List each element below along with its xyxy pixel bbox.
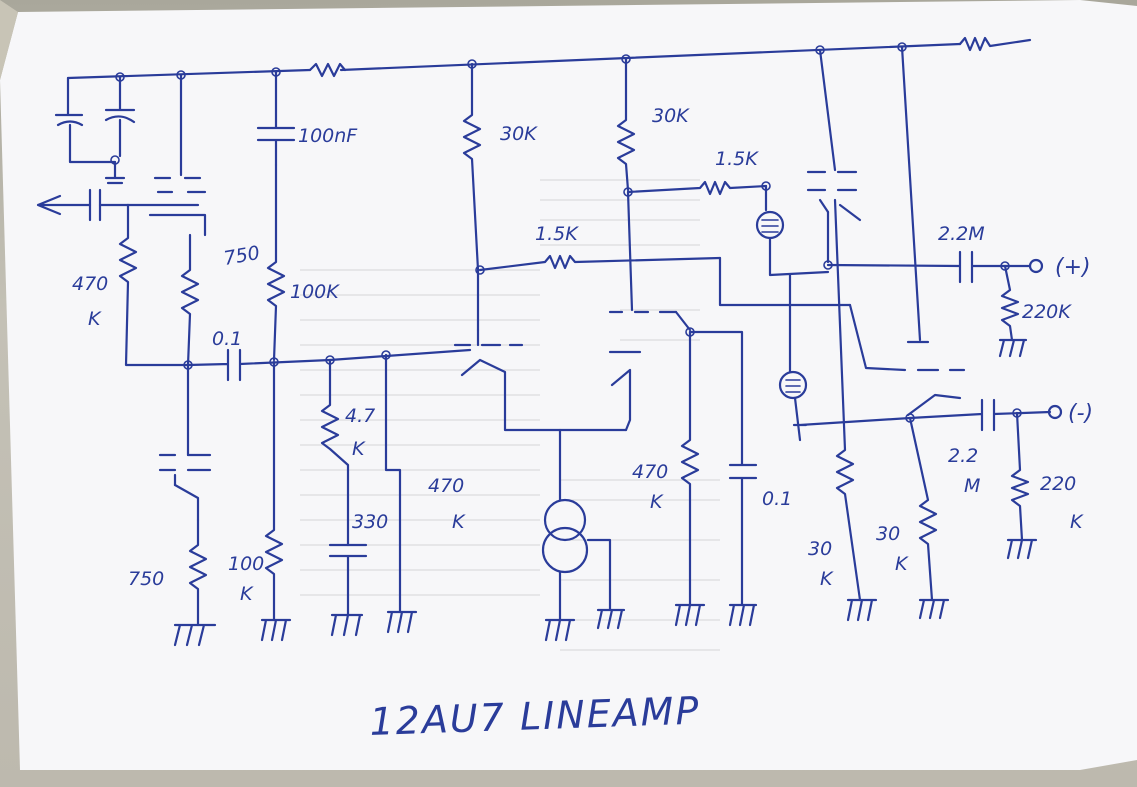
label-2-2-bot: 2.2 — [948, 445, 978, 467]
label-pos: (+) — [1055, 255, 1091, 280]
resistor-220k-bot: 220 K — [1006, 411, 1084, 560]
label-470k-mid: 470 — [632, 461, 668, 483]
capacitor-0-1-left: 0.1 — [186, 328, 472, 382]
tube-5-right-upper — [806, 48, 862, 270]
tube-3-center — [453, 328, 628, 432]
label-470-left-k: K — [88, 308, 102, 330]
label-30-bot-a: 30 — [808, 538, 832, 560]
resistor-470k-left: 470 K — [72, 203, 190, 367]
lamp-lower — [778, 273, 912, 442]
label-1-5k-mid: 1.5K — [535, 223, 579, 245]
paper-shadow — [0, 0, 18, 80]
label-470k-mid-k: K — [650, 491, 664, 513]
resistor-220k-top: 220K — [998, 264, 1072, 358]
resistor-30k-bot-b: 30 K — [876, 416, 950, 620]
label-470k: 470 — [428, 475, 464, 497]
label-470k-k: K — [452, 511, 466, 533]
top-supply-rail — [66, 36, 1032, 80]
resistor-100k-mid: 100K — [266, 163, 340, 362]
tube-4-center-right — [608, 190, 852, 432]
resistor-1-5k-top: 1.5K — [626, 148, 830, 277]
label-30-bot-b-k: K — [895, 553, 909, 575]
label-220-bot: 220 — [1040, 473, 1076, 495]
resistor-470k: 470 K — [384, 353, 466, 634]
resistor-30k-bot-a: 30 K — [808, 198, 878, 622]
label-30k-a: 30K — [500, 123, 538, 145]
left-bypass-capacitors — [54, 75, 136, 185]
label-30k-b: 30K — [652, 105, 690, 127]
show-through-text — [300, 179, 720, 651]
label-30-bot-b: 30 — [876, 523, 900, 545]
capacitor-330: 330 — [328, 511, 388, 637]
capacitor-2-2m-bot: 2.2 M (-) — [908, 398, 1093, 497]
label-2-2m-top: 2.2M — [938, 223, 985, 245]
label-0-1-mid: 0.1 — [762, 488, 792, 510]
label-neg: (-) — [1068, 401, 1093, 426]
label-4-7: 4.7 — [345, 405, 375, 427]
label-470-left: 470 — [72, 273, 108, 295]
capacitor-2-2m-top: 2.2M (+) — [826, 223, 1091, 284]
label-220k-top: 220K — [1022, 301, 1072, 323]
resistor-100k-bot: 100 K — [228, 360, 292, 642]
label-220-bot-k: K — [1070, 511, 1084, 533]
current-source — [541, 428, 626, 642]
tube-2-lower-left — [158, 363, 212, 522]
paper-sheet — [0, 0, 1137, 770]
label-330: 330 — [352, 511, 388, 533]
label-1-5k-top: 1.5K — [715, 148, 759, 170]
label-4-7-k: K — [352, 438, 366, 460]
label-100k-mid: 100K — [290, 281, 340, 303]
capacitor-100nf: 100nF — [256, 70, 358, 167]
label-100-bot: 100 — [228, 553, 264, 575]
tube-6-right-lower — [848, 45, 966, 423]
label-100-bot-k: K — [240, 583, 254, 605]
capacitor-0-1-mid: 0.1 — [688, 330, 792, 627]
label-750-bot: 750 — [128, 568, 164, 590]
resistor-4-7k: 4.7 K — [320, 358, 375, 547]
resistor-750-bot: 750 — [128, 518, 217, 647]
label-30-bot-a-k: K — [820, 568, 834, 590]
resistor-1-5k-mid: 1.5K — [478, 223, 722, 272]
resistor-470k-mid: 470 K — [632, 310, 706, 627]
label-100nf: 100nF — [298, 125, 358, 147]
output-arrow-left — [36, 188, 130, 222]
label-2-2-bot-m: M — [964, 475, 980, 497]
label-0-1-left: 0.1 — [212, 328, 242, 350]
